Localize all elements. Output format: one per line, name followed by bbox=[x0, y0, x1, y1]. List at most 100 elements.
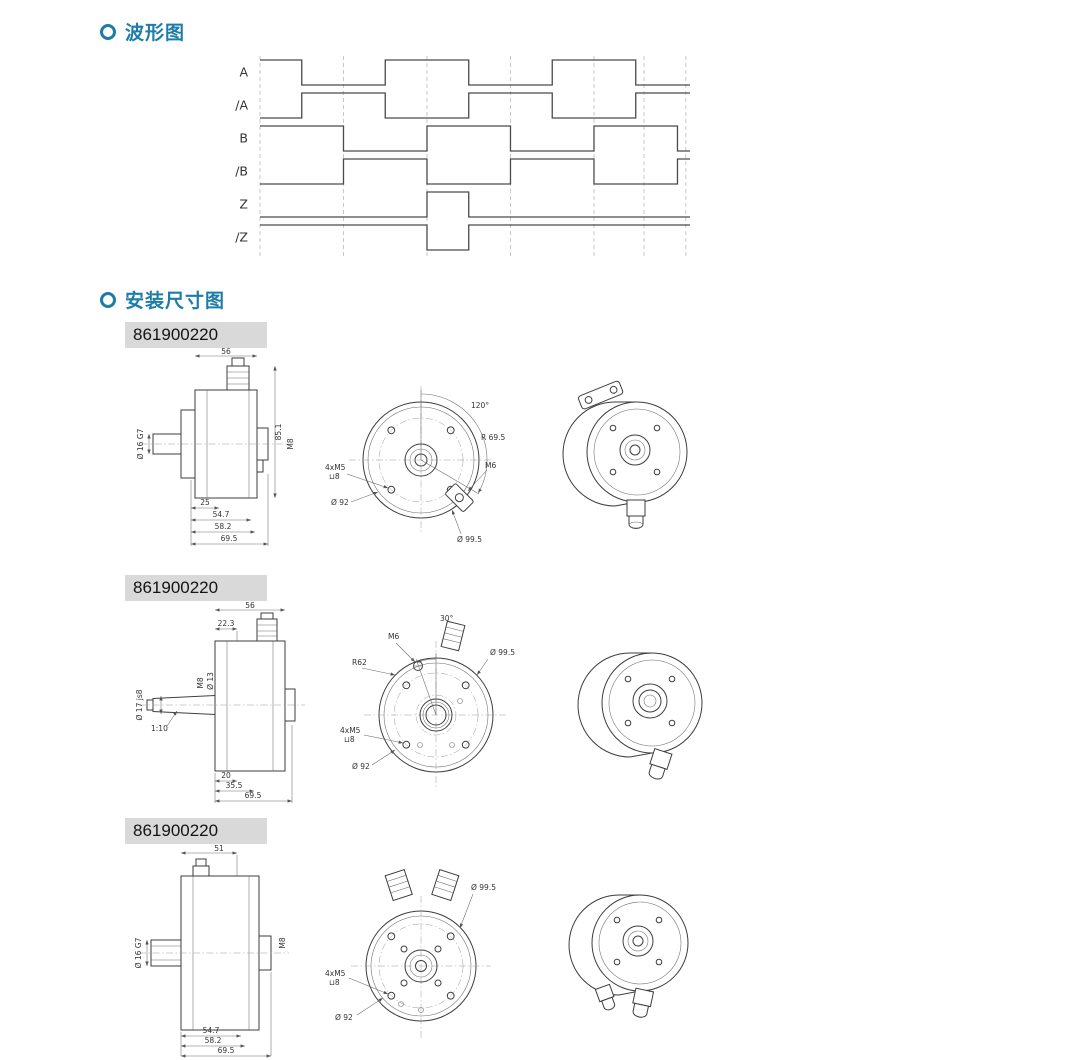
bolt-circle bbox=[378, 417, 464, 503]
dimensions: 51 Ø 16 G7 M8 54.7 58.2 69.5 bbox=[134, 844, 287, 1058]
dim-mount-circle: Ø 92 bbox=[331, 498, 349, 507]
perspective-view-drawing-1 bbox=[562, 380, 688, 529]
bolt-circle bbox=[378, 923, 464, 1009]
dim-thread: M8 bbox=[286, 438, 295, 449]
dim-angle: 120° bbox=[471, 401, 489, 410]
dim-d1: 20 bbox=[221, 771, 231, 780]
dim-width-top: 51 bbox=[214, 844, 224, 853]
waveform-diagram: A/A B/B Z/Z bbox=[235, 56, 690, 256]
views-row-2: 56 22.3 Ø 17 js8 1:10 M8 Ø 13 20 35.5 bbox=[135, 601, 745, 810]
encoder-perspective bbox=[568, 894, 689, 1018]
dim-taper: 1:10 bbox=[151, 724, 168, 733]
dim-mount-circle: Ø 92 bbox=[352, 762, 370, 771]
dim-outer: Ø 99.5 bbox=[471, 883, 496, 892]
dim-d3: 58.2 bbox=[215, 522, 232, 531]
dim-clamp: M6 bbox=[485, 461, 496, 470]
section-bullet-icon bbox=[100, 291, 116, 308]
encoder-side-outline bbox=[150, 858, 272, 1031]
annotations: 120° R 69.5 M6 4xM5 ⊔8 Ø 92 Ø 99.5 bbox=[325, 390, 506, 544]
annotations: 30° M6 R62 Ø 99.5 4xM5 ⊔8 Ø 92 bbox=[340, 614, 515, 771]
signal-label-/A: /A bbox=[235, 98, 248, 113]
encoder-perspective bbox=[577, 652, 703, 780]
connector-left bbox=[384, 868, 413, 902]
dim-outer: Ø 99.5 bbox=[490, 648, 515, 657]
waveform-trace-/A bbox=[260, 92, 690, 119]
dim-mount-circle: Ø 92 bbox=[335, 1013, 353, 1022]
dim-bolt-depth: ⊔8 bbox=[329, 472, 340, 481]
waveform-trace-/Z bbox=[260, 224, 690, 251]
waveform-trace-A bbox=[260, 59, 690, 86]
dim-outer: Ø 99.5 bbox=[457, 535, 482, 544]
perspective-view-drawing-2 bbox=[577, 652, 703, 780]
waveform-trace-B bbox=[260, 125, 690, 152]
encoder-side-outline bbox=[146, 612, 296, 772]
section-bullet-icon bbox=[100, 23, 116, 40]
signal-label-B: B bbox=[239, 131, 248, 146]
section-header-waveform: 波形图 bbox=[100, 18, 185, 45]
section-header-dimensions: 安装尺寸图 bbox=[100, 286, 225, 313]
connector-right bbox=[431, 868, 460, 902]
signal-label-/B: /B bbox=[235, 164, 248, 179]
part-number-label: 861900220 bbox=[125, 818, 267, 844]
dim-d2: 54.7 bbox=[213, 510, 230, 519]
dimensions: 56 22.3 Ø 17 js8 1:10 M8 Ø 13 20 35.5 bbox=[135, 601, 293, 803]
drawing-block-1: 861900220 bbox=[125, 322, 745, 557]
dim-d2: 58.2 bbox=[205, 1036, 222, 1045]
dim-d1: 54.7 bbox=[203, 1026, 220, 1035]
dim-height: 85.1 bbox=[274, 423, 283, 440]
dim-offset: 22.3 bbox=[218, 619, 235, 628]
encoder-perspective bbox=[562, 380, 688, 529]
dim-bolts: 4xM5 bbox=[325, 463, 346, 472]
side-view-drawing-3: 51 Ø 16 G7 M8 54.7 58.2 69.5 bbox=[134, 844, 289, 1058]
drawing-block-3: 861900220 51 bbox=[125, 818, 745, 1060]
waveform-trace-/B bbox=[260, 158, 690, 185]
dim-shaft: Ø 17 js8 bbox=[135, 689, 144, 720]
dimensions: 56 85.1 M8 Ø 16 G7 25 54.7 58.2 69.5 bbox=[136, 347, 295, 546]
signal-label-Z: Z bbox=[239, 197, 248, 212]
front-view-drawing-2: 30° M6 R62 Ø 99.5 4xM5 ⊔8 Ø 92 bbox=[340, 614, 515, 789]
bolt-holes bbox=[387, 932, 455, 1013]
signal-label-/Z: /Z bbox=[235, 230, 248, 245]
dim-angle: 30° bbox=[440, 614, 454, 623]
part-number-label: 861900220 bbox=[125, 322, 267, 348]
dim-width-top: 56 bbox=[245, 601, 255, 610]
encoder-side-outline bbox=[152, 357, 269, 499]
dim-width-top: 56 bbox=[221, 347, 231, 356]
perspective-view-drawing-3 bbox=[568, 894, 689, 1018]
part-number-label: 861900220 bbox=[125, 575, 267, 601]
waveform-trace-Z bbox=[260, 191, 690, 218]
dim-d1: 25 bbox=[200, 498, 210, 507]
dim-shaft-d: Ø 13 bbox=[206, 672, 215, 690]
section-title-dimensions: 安装尺寸图 bbox=[125, 291, 226, 312]
dim-d4: 69.5 bbox=[221, 534, 238, 543]
views-row-1: 56 85.1 M8 Ø 16 G7 25 54.7 58.2 69.5 bbox=[136, 347, 745, 557]
dim-bolts: 4xM5 bbox=[325, 969, 346, 978]
dim-thread: M8 bbox=[196, 677, 205, 688]
dim-radius: R62 bbox=[352, 658, 367, 667]
signal-label-A: A bbox=[239, 65, 248, 80]
dim-bolt-depth: ⊔8 bbox=[329, 978, 340, 987]
dim-bolts: 4xM5 bbox=[340, 726, 361, 735]
section-title-waveform: 波形图 bbox=[125, 23, 186, 44]
radial-connector bbox=[440, 620, 466, 652]
side-view-drawing-1: 56 85.1 M8 Ø 16 G7 25 54.7 58.2 69.5 bbox=[136, 347, 295, 546]
dim-radius: R 69.5 bbox=[481, 433, 506, 442]
annotations: Ø 99.5 4xM5 ⊔8 Ø 92 bbox=[325, 883, 496, 1022]
dim-shaft: Ø 16 G7 bbox=[134, 937, 143, 968]
torque-clamp bbox=[445, 483, 474, 512]
dim-bolt-depth: ⊔8 bbox=[344, 735, 355, 744]
views-row-3: 51 Ø 16 G7 M8 54.7 58.2 69.5 bbox=[134, 844, 745, 1060]
dim-d2: 35.5 bbox=[226, 781, 243, 790]
dim-d3: 69.5 bbox=[245, 791, 262, 800]
dim-shaft: Ø 16 G7 bbox=[136, 428, 145, 459]
bolt-circle bbox=[393, 672, 479, 758]
drawing-block-2: 861900220 bbox=[125, 575, 745, 810]
front-view-drawing-1: 120° R 69.5 M6 4xM5 ⊔8 Ø 92 Ø 99.5 bbox=[325, 386, 506, 544]
front-view-drawing-3: Ø 99.5 4xM5 ⊔8 Ø 92 bbox=[325, 868, 496, 1038]
dim-d3: 69.5 bbox=[218, 1046, 235, 1055]
bolt-holes bbox=[402, 681, 470, 749]
dim-thread: M8 bbox=[278, 937, 287, 948]
shaft-hub bbox=[400, 945, 442, 987]
dim-pin: M6 bbox=[388, 632, 399, 641]
